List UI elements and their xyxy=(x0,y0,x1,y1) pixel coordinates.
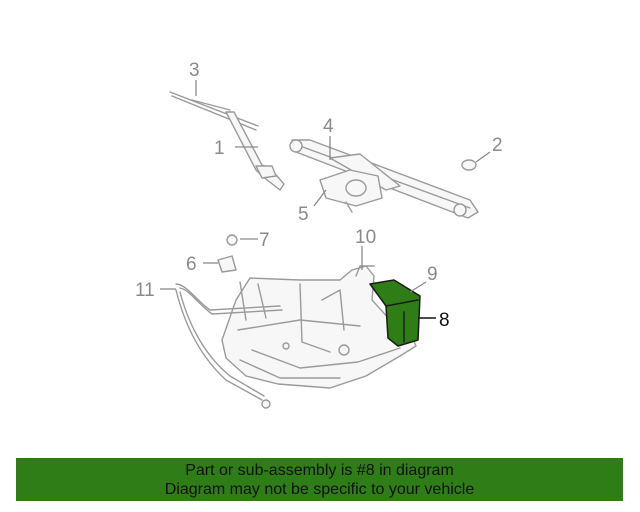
callout-11: 11 xyxy=(135,280,155,301)
diagram-notice-banner: Part or sub-assembly is #8 in diagram Di… xyxy=(16,458,623,501)
leader-9 xyxy=(409,281,427,293)
callout-7: 7 xyxy=(259,230,270,251)
callout-8: 8 xyxy=(439,310,450,331)
callout-labels: 1 2 3 4 5 6 7 8 9 10 11 xyxy=(135,60,503,331)
leader-2 xyxy=(475,151,491,163)
parts-diagram: 1 2 3 4 5 6 7 8 9 10 11 xyxy=(135,60,503,409)
wiper-linkage-part-4 xyxy=(289,139,479,219)
washer-hose-part-11 xyxy=(175,283,283,409)
leader-5 xyxy=(313,189,327,207)
callout-1: 1 xyxy=(214,138,225,159)
wiper-motor-part-5 xyxy=(319,169,383,213)
grommet-part-2 xyxy=(461,159,477,171)
callout-4: 4 xyxy=(323,116,334,137)
washer-reservoir-part-10 xyxy=(221,265,417,389)
callout-2: 2 xyxy=(492,135,503,156)
callout-5: 5 xyxy=(298,204,309,225)
washer-pump-part-8-highlighted xyxy=(369,279,421,347)
leader-lines xyxy=(160,80,491,319)
nut-part-7 xyxy=(226,234,238,246)
callout-10: 10 xyxy=(355,227,376,248)
clip-part-6 xyxy=(217,255,237,273)
notice-line-disclaimer: Diagram may not be specific to your vehi… xyxy=(164,481,475,498)
callout-9: 9 xyxy=(427,264,438,285)
wiper-blade-part-3 xyxy=(169,91,259,131)
callout-6: 6 xyxy=(186,254,197,275)
callout-3: 3 xyxy=(189,60,200,81)
wiper-arm-part-1 xyxy=(225,111,285,191)
notice-line-part-number: Part or sub-assembly is #8 in diagram xyxy=(185,462,454,479)
